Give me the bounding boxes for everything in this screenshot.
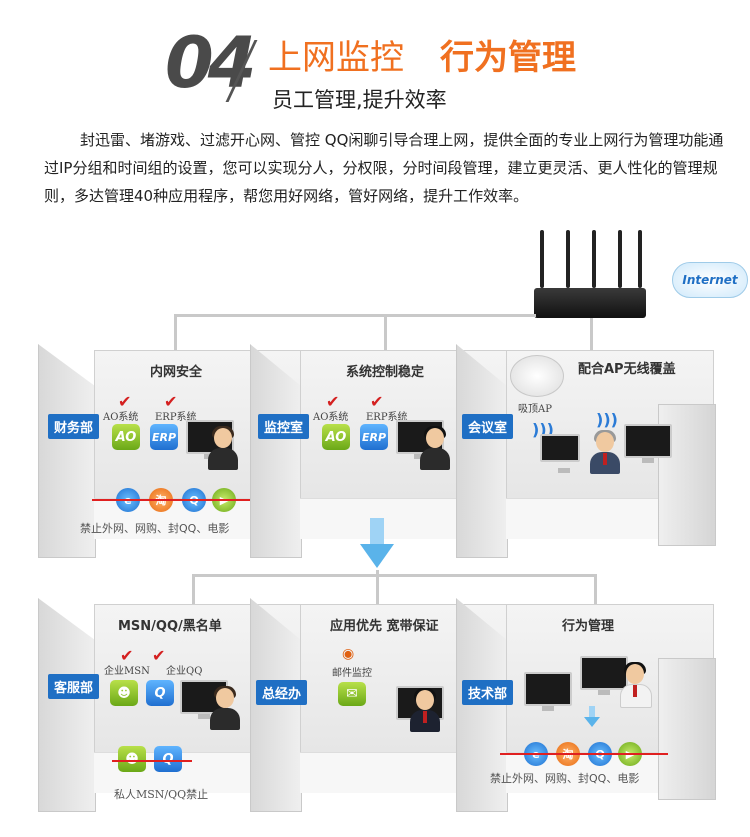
app-label: AO系统 [313,412,349,423]
title-bold: 行为管理 [440,38,576,78]
network-wire [174,314,536,317]
network-wire [174,314,177,350]
private-msn-icon: ☻ [118,746,146,772]
app-label: ERP系统 [155,412,197,423]
monitor-icon [624,424,672,463]
antenna-icon [638,230,642,288]
antenna-icon [592,230,596,288]
app-label: 企业MSN [104,666,150,677]
room-title: 内网安全 [150,365,203,380]
ban-line [92,499,262,501]
ban-line [500,753,668,755]
dept-badge: 会议室 [462,414,514,439]
mail-icon: ✉ [338,682,366,706]
monitor-label: 邮件监控 [332,668,372,679]
ap-label: 吸顶AP [518,404,552,415]
section-number: 04 [165,22,256,104]
intro-paragraph: 封迅雷、堵游戏、过滤开心网、管控 QQ闲聊引导合理上网，提供全面的专业上网行为管… [44,131,724,205]
eye-icon: ◉ [342,646,355,662]
dept-badge: 总经办 [256,680,308,705]
arrow-down-icon [584,706,600,727]
app-label: 企业QQ [166,666,203,677]
router-icon [534,288,646,318]
room-title: 应用优先 宽带保证 [330,619,439,634]
antenna-icon [540,230,544,288]
checkmark-icon: ✔ [152,646,166,665]
laptop-icon [524,672,572,711]
network-wire [192,574,596,577]
antenna-icon [566,230,570,288]
ban-line [112,760,192,762]
network-wire [594,574,597,604]
laptop-icon [540,434,580,473]
arrow-down-icon [360,518,394,568]
ao-app-icon: AO [112,424,140,450]
erp-app-icon: ERP [360,424,388,450]
network-wire [590,318,593,350]
title-light: 上网监控 [268,38,404,78]
room-title: 配合AP无线覆盖 [578,362,676,377]
dept-badge: 监控室 [258,414,310,439]
monitor-icon [580,656,628,695]
qq-app-icon: Q [146,680,174,706]
ban-caption: 私人MSN/QQ禁止 [114,788,209,801]
ao-app-icon: AO [322,424,350,450]
network-wire [376,570,379,604]
checkmark-icon: ✔ [118,392,132,411]
checkmark-icon: ✔ [164,392,178,411]
app-label: ERP系统 [366,412,408,423]
room-title: 行为管理 [562,619,615,634]
private-qq-icon: Q [154,746,182,772]
ban-caption: 禁止外网、网购、封QQ、电影 [80,522,230,535]
internet-cloud-icon: Internet [672,262,748,298]
wifi-icon: ))) [596,410,618,429]
checkmark-icon: ✔ [370,392,384,411]
checkmark-icon: ✔ [120,646,134,665]
room-title: 系统控制稳定 [346,365,425,380]
app-label: AO系统 [103,412,139,423]
ceiling-ap-icon [510,355,564,397]
ban-caption: 禁止外网、网购、封QQ、电影 [490,772,640,785]
dept-badge: 财务部 [48,414,100,439]
checkmark-icon: ✔ [326,392,340,411]
antenna-icon [618,230,622,288]
subtitle: 员工管理,提升效率 [272,88,447,112]
erp-app-icon: ERP [150,424,178,450]
dept-badge: 技术部 [462,680,514,705]
room-title: MSN/QQ/黑名单 [118,619,222,634]
network-wire [192,574,195,604]
network-wire [384,314,387,350]
msn-app-icon: ☻ [110,680,138,706]
dept-badge: 客服部 [48,674,100,699]
